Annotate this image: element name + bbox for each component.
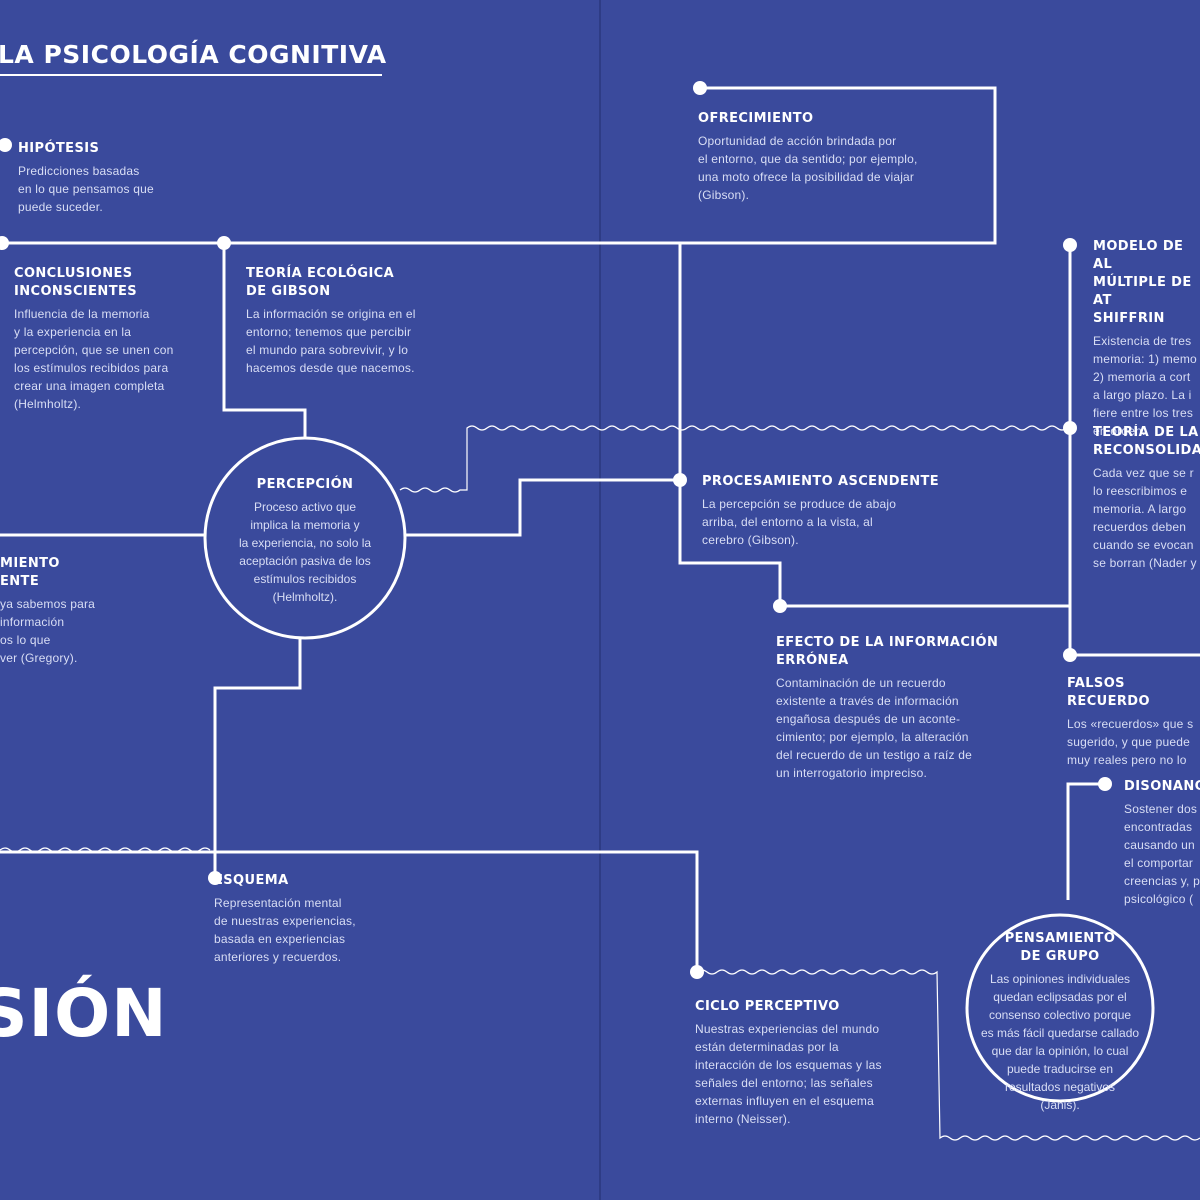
node-text: Sostener dos encontradas causando un el … [1124,802,1200,906]
dot-ecologica [217,236,231,250]
node-modelo-almacen: MODELO DE AL MÚLTIPLE DE AT SHIFFRIN Exi… [1093,238,1200,440]
node-conclusiones: CONCLUSIONES INCONSCIENTES Influencia de… [14,265,214,413]
node-title: EFECTO DE LA INFORMACIÓN ERRÓNEA [776,635,999,668]
node-text: Influencia de la memoria y la experienci… [14,307,174,411]
node-title: DISONANC [1124,779,1200,794]
node-text: La percepción se produce de abajo arriba… [702,497,897,547]
node-title: MIENTO ENTE [0,556,60,589]
node-ciclo-perceptivo: CICLO PERCEPTIVO Nuestras experiencias d… [695,998,925,1128]
node-text: ya sabemos para información os lo que ve… [0,597,96,665]
node-title: OFRECIMIENTO [698,111,814,126]
dot-modelo [1063,238,1077,252]
node-text: Predicciones basadas en lo que pensamos … [18,164,154,214]
node-text: Representación mental de nuestras experi… [214,896,356,964]
node-title: ESQUEMA [214,873,289,888]
wavy-line-top [399,425,1068,493]
node-title: PENSAMIENTO DE GRUPO [1004,931,1116,964]
line-central-vertical [678,243,782,606]
node-esquema: ESQUEMA Representación mental de nuestra… [214,872,414,966]
dot-ciclo [690,965,704,979]
dot-hipotesis [0,138,12,152]
node-ofrecimiento: OFRECIMIENTO Oportunidad de acción brind… [698,110,968,204]
node-reconsolidacion: TEORÍA DE LA RECONSOLIDA Cada vez que se… [1093,424,1200,572]
node-text: Existencia de tres memoria: 1) memo 2) m… [1093,334,1197,438]
node-percepcion: PERCEPCIÓN Proceso activo que implica la… [215,476,395,606]
node-title: TEORÍA ECOLÓGICA DE GIBSON [246,266,395,299]
dot-conclusiones [0,236,9,250]
node-pensamiento-grupo: PENSAMIENTO DE GRUPO Las opiniones indiv… [975,930,1145,1114]
node-title: CONCLUSIONES INCONSCIENTES [14,266,137,299]
node-title: PROCESAMIENTO ASCENDENTE [702,474,940,489]
node-text: Contaminación de un recuerdo existente a… [776,676,972,780]
line-percepcion-to-esquema [213,635,302,878]
dot-disonancia [1098,777,1112,791]
pensamiento-circle [965,913,1155,1103]
node-procesamiento-descendente: MIENTO ENTE ya sabemos para información … [0,555,150,667]
node-hipotesis: HIPÓTESIS Predicciones basadas en lo que… [18,140,208,216]
dot-ofrecimiento [693,81,707,95]
node-efecto-informacion: EFECTO DE LA INFORMACIÓN ERRÓNEA Contami… [776,634,1016,782]
dot-procesamiento-asc [673,473,687,487]
wavy-line-left [0,847,211,853]
percepcion-circle [203,436,407,640]
node-title: PERCEPCIÓN [256,477,354,492]
line-ofrecimiento-loop [600,86,997,245]
node-falsos-recuerdos: FALSOS RECUERDO Los «recuerdos» que s su… [1067,675,1200,769]
wavy-line-bottom [696,969,1200,1141]
dot-reconsolidacion [1063,421,1077,435]
node-text: Cada vez que se r lo reescribimos e memo… [1093,466,1197,570]
node-text: Los «recuerdos» que s sugerido, y que pu… [1067,717,1194,767]
node-title: FALSOS RECUERDO [1067,676,1150,709]
dot-efecto [773,599,787,613]
node-text: Oportunidad de acción brindada por el en… [698,134,918,202]
page-title: LA PSICOLOGÍA COGNITIVA [0,40,387,69]
node-procesamiento-ascendente: PROCESAMIENTO ASCENDENTE La percepción s… [702,473,962,549]
node-title: TEORÍA DE LA RECONSOLIDA [1093,425,1200,458]
dot-esquema [208,871,222,885]
dot-falsos [1063,648,1077,662]
node-title: CICLO PERCEPTIVO [695,999,840,1014]
node-title: MODELO DE AL MÚLTIPLE DE AT SHIFFRIN [1093,239,1192,326]
node-teoria-ecologica: TEORÍA ECOLÓGICA DE GIBSON La informació… [246,265,476,377]
node-text: Nuestras experiencias del mundo están de… [695,1022,882,1126]
node-disonancia: DISONANC Sostener dos encontradas causan… [1124,778,1200,908]
title-underline [0,74,382,76]
node-title: HIPÓTESIS [18,141,100,156]
line-percepcion-right [405,478,680,537]
line-ecologica-to-percepcion [222,243,307,440]
line-disonancia [1066,782,1105,900]
section-word: SIÓN [0,975,168,1052]
node-text: La información se origina en el entorno;… [246,307,416,375]
line-esquema-to-ciclo [0,850,699,972]
node-text: Las opiniones individuales quedan eclips… [980,972,1140,1112]
node-text: Proceso activo que implica la memoria y … [238,500,372,604]
